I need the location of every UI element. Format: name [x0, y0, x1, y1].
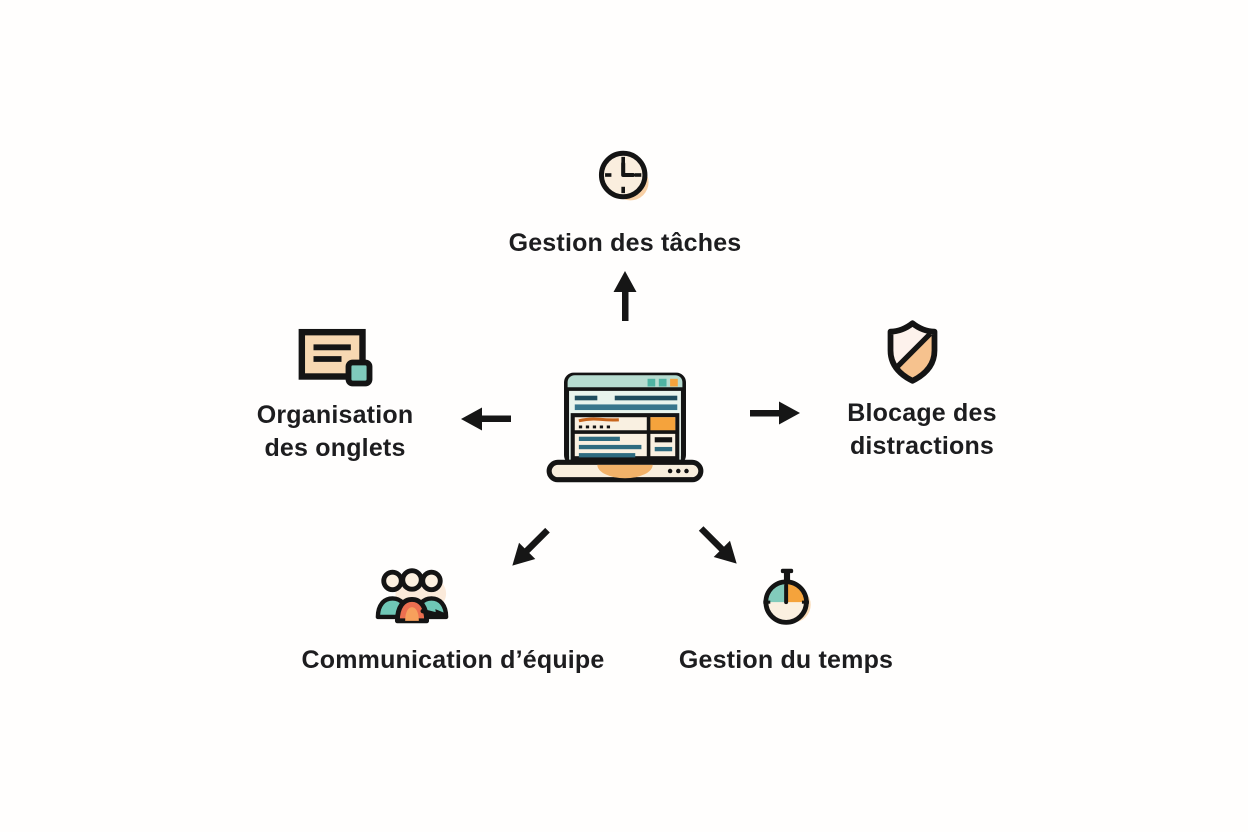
- label-line: Blocage des: [847, 399, 997, 427]
- arrow-left-icon: [461, 407, 511, 431]
- stopwatch-icon: [763, 568, 811, 625]
- arrow-up-icon: [613, 271, 637, 321]
- label-blocage-des-distractions: Blocage des distractions: [802, 397, 1042, 463]
- label-gestion-des-taches: Gestion des tâches: [508, 229, 742, 257]
- label-line: des onglets: [264, 434, 406, 462]
- clock-icon: [598, 150, 649, 201]
- arrow-down-right-icon: [698, 526, 737, 564]
- shield-block-icon: [887, 320, 938, 384]
- arrow-right-icon: [750, 401, 800, 425]
- label-communication-equipe: Communication d’équipe: [301, 646, 605, 674]
- team-group-icon: [375, 568, 449, 624]
- label-gestion-du-temps: Gestion du temps: [678, 646, 894, 674]
- browser-tab-card-icon: [298, 328, 373, 387]
- label-organisation-des-onglets: Organisation des onglets: [215, 399, 455, 465]
- label-line: Organisation: [256, 401, 414, 429]
- laptop-browser-icon: [546, 372, 704, 483]
- arrow-down-left-icon: [512, 527, 550, 566]
- label-line: distractions: [849, 432, 995, 460]
